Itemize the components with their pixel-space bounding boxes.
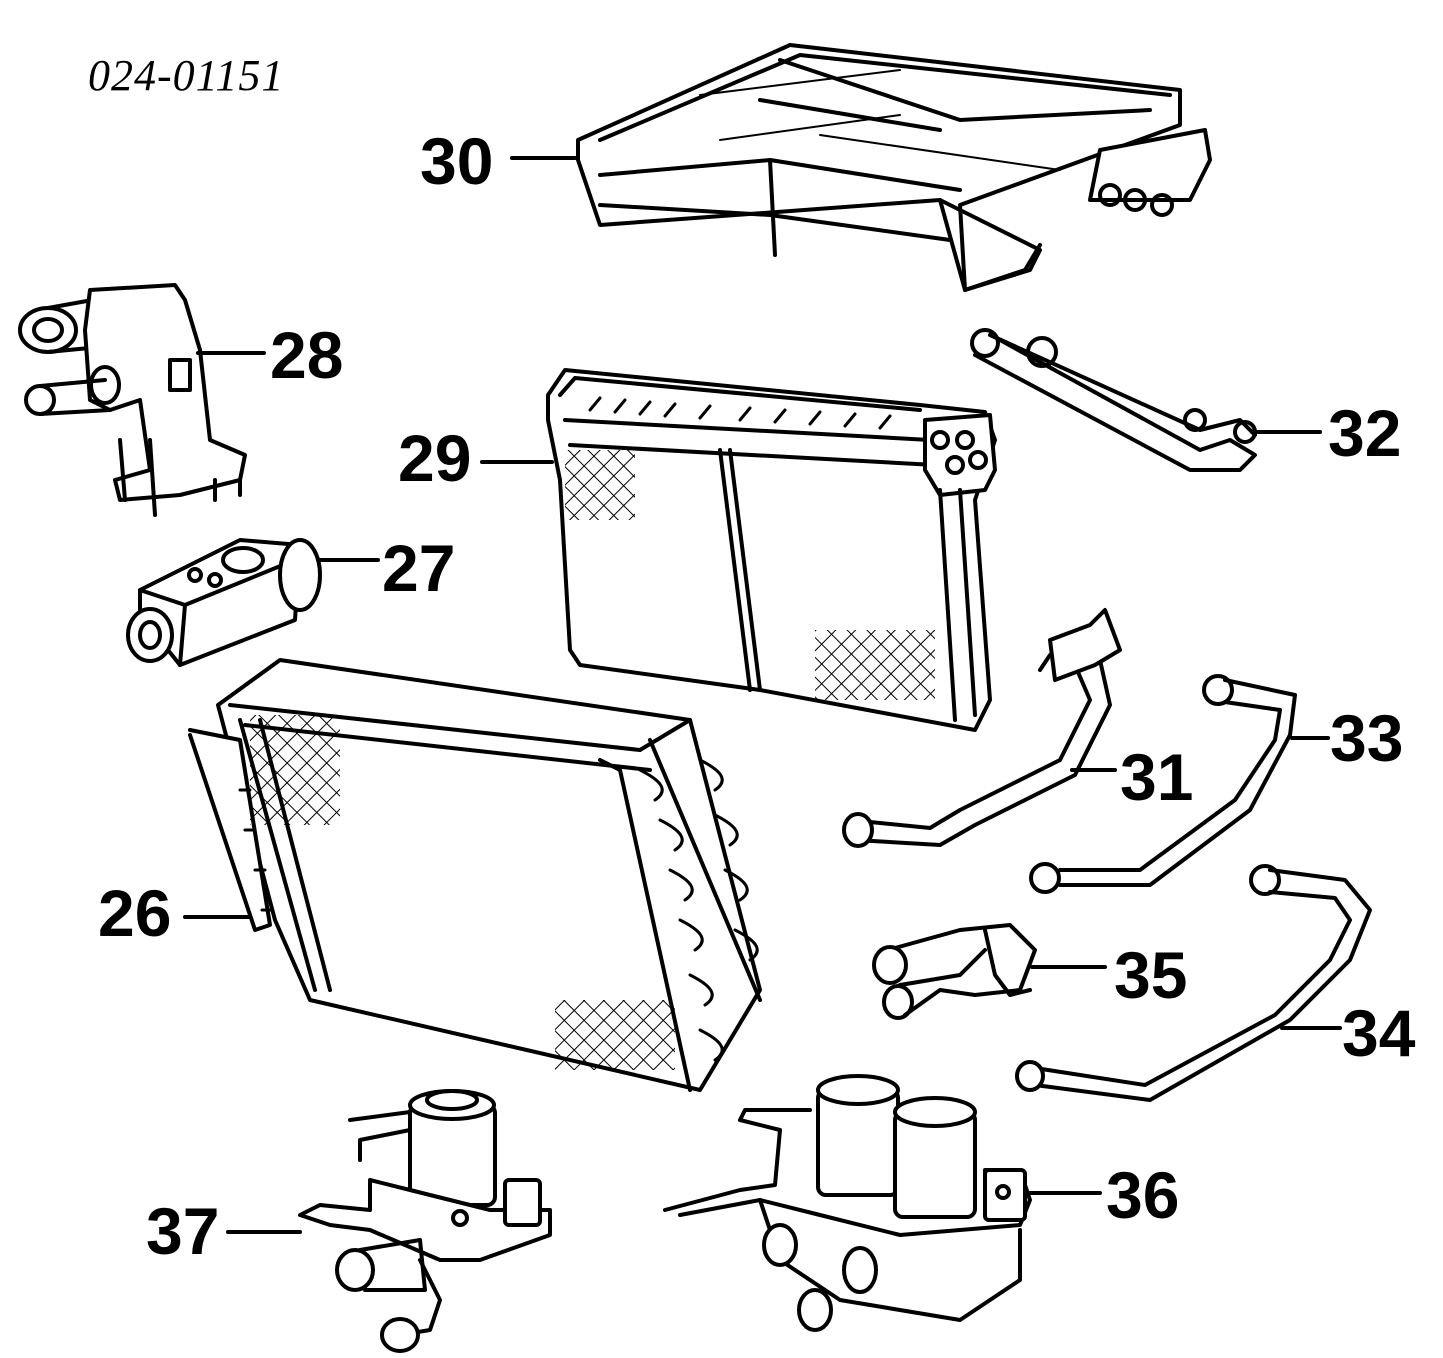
pipe-34 xyxy=(1015,864,1372,1102)
water-valve-37 xyxy=(298,1089,552,1353)
callout-33: 33 xyxy=(1330,701,1404,775)
callout-29: 29 xyxy=(398,421,472,495)
callout-36: 36 xyxy=(1106,1158,1180,1232)
condenser-26 xyxy=(188,658,762,1092)
pipe-33 xyxy=(1029,674,1297,894)
pipe-32 xyxy=(970,328,1257,472)
expansion-valve-27 xyxy=(126,538,322,667)
callout-37: 37 xyxy=(146,1194,220,1268)
callout-35: 35 xyxy=(1114,938,1188,1012)
diagram-number: 024-01151 xyxy=(88,51,285,100)
callout-32: 32 xyxy=(1328,396,1402,470)
callout-34: 34 xyxy=(1342,996,1416,1070)
heater-core-30 xyxy=(576,43,1212,292)
callout-30: 30 xyxy=(420,124,494,198)
callout-26: 26 xyxy=(98,876,172,950)
callout-28: 28 xyxy=(270,318,344,392)
fitting-35 xyxy=(872,923,1037,1020)
pipe-31 xyxy=(842,608,1122,848)
valve-block-28 xyxy=(18,283,247,517)
callout-31: 31 xyxy=(1120,740,1194,814)
callout-27: 27 xyxy=(382,531,456,605)
water-valve-36 xyxy=(663,1074,1032,1332)
evaporator-29 xyxy=(546,368,997,732)
